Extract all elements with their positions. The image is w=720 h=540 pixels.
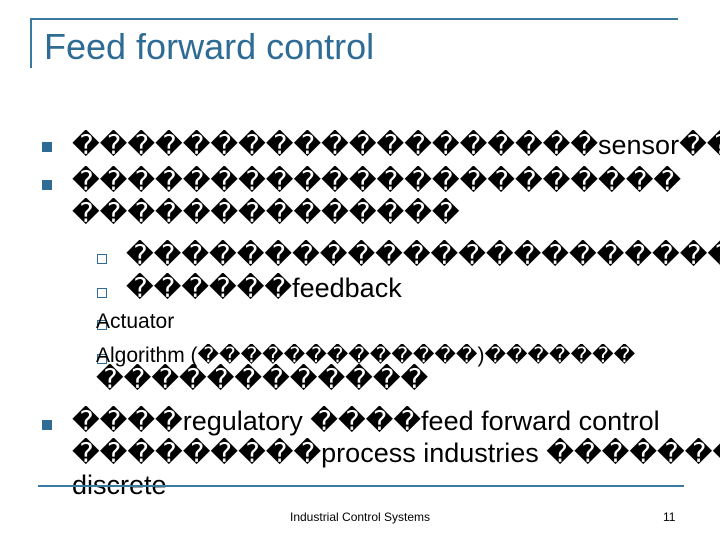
slide-title: Feed forward control [44, 26, 375, 67]
sub-bullet-4-line-1: Algorithm (�������������)������� [96, 344, 636, 367]
bullet-2-line-2: �������������� [72, 198, 460, 228]
footer-title: Industrial Control Systems [290, 510, 431, 524]
sub-bullet-box-icon [97, 354, 107, 364]
footer-rule [38, 485, 684, 487]
sub-bullet-box-icon [97, 320, 107, 330]
bullet-3-line-2: ���������process industries ������� [72, 438, 720, 468]
bullet-3-line-1: ����regulatory ����feed forward control [72, 406, 660, 436]
sub-bullet-4-line-2: ������������ [96, 364, 429, 394]
sub-bullet-3: Actuator [96, 310, 696, 334]
bullet-square-icon [42, 142, 52, 152]
sub-bullet-3-text: Actuator [96, 310, 175, 333]
sub-bullet-box-icon [97, 288, 107, 298]
title-frame-left-line [30, 18, 32, 68]
sub-bullet-box-icon [97, 254, 107, 264]
title-frame-top-line [30, 18, 678, 20]
page-number: 11 [663, 510, 676, 524]
bullet-2-line-1: ���������������������� [72, 166, 682, 196]
bullet-square-icon [42, 420, 52, 430]
bullet-square-icon [42, 180, 52, 190]
sub-bullet-2: ������feedback [126, 273, 402, 303]
bullet-1-line-1: �������������������sensor���� [72, 130, 720, 160]
sub-bullet-1: ���������������������� [126, 240, 720, 270]
